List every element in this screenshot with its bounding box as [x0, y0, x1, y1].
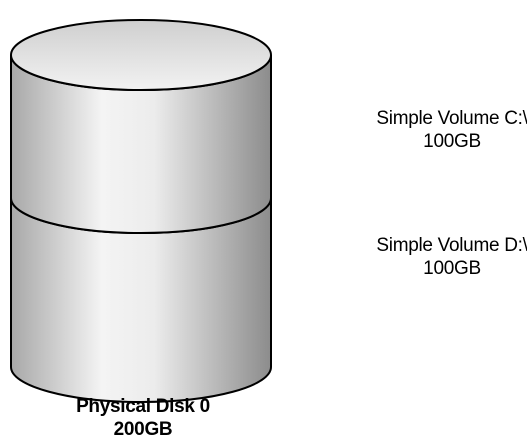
volume-d-name: Simple Volume D:\	[376, 235, 527, 256]
physical-disk-name: Physical Disk 0	[76, 396, 210, 417]
volume-c-size: 100GB	[423, 130, 481, 152]
volume-c-name: Simple Volume C:\	[376, 108, 527, 129]
physical-disk-label: Physical Disk 0 200GB	[58, 396, 228, 442]
physical-disk-size: 200GB	[113, 418, 173, 440]
disk-top-ellipse	[10, 19, 272, 91]
volume-c-label: Simple Volume C:\ 100GB	[372, 108, 527, 154]
volume-d-label: Simple Volume D:\ 100GB	[372, 235, 527, 281]
volume-d-size: 100GB	[423, 257, 481, 279]
